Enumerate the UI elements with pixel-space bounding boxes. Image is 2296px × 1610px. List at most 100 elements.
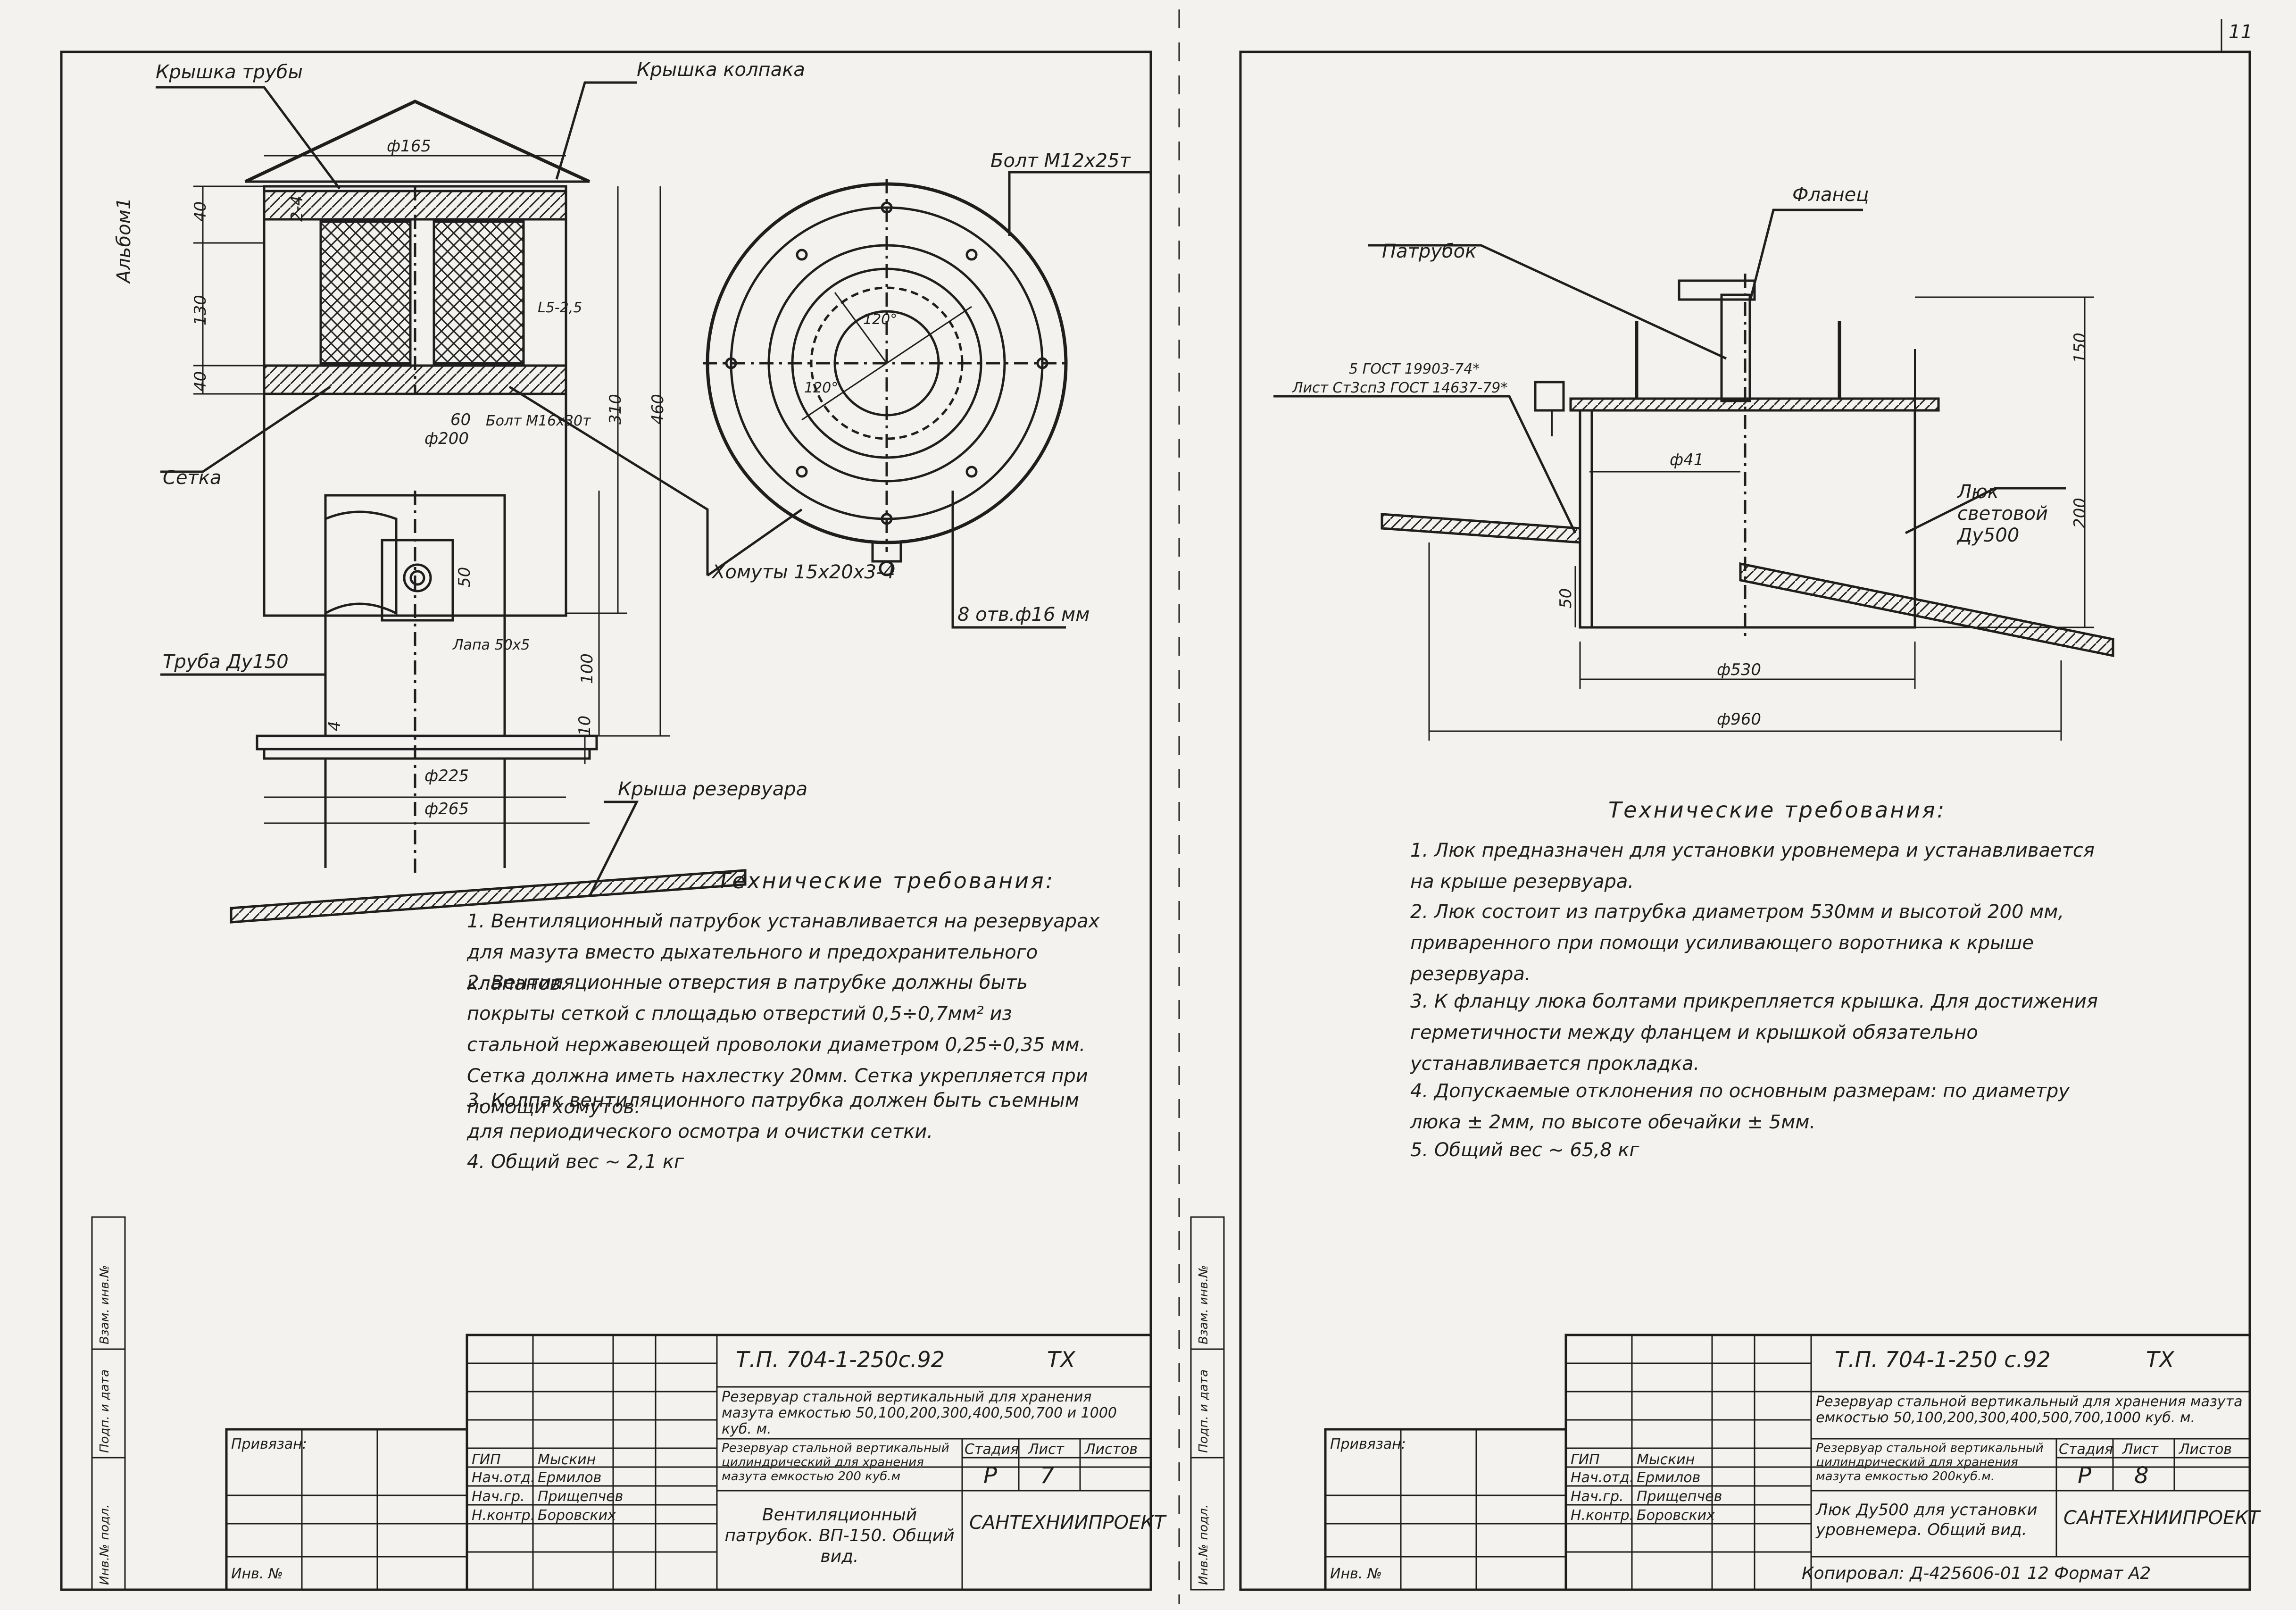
callout-holes: 8 отв.ф16 мм [957,604,1090,626]
right-tb-role-2: Нач.отд. [1571,1469,1634,1486]
hatch-section [1273,209,2114,741]
dim-angle-120b: 120° [804,380,839,396]
callout-nozzle: Патрубок [1382,241,1477,262]
right-tb-name-3: Прищепчев [1637,1488,1722,1505]
left-tb-name-3: Прищепчев [538,1488,624,1505]
dim-310: 310 [606,394,625,425]
left-tb-org: САНТЕХНИИПРОЕКТ [969,1512,1166,1534]
right-tb-project: Резервуар стальной вертикальный для хран… [1816,1393,2243,1426]
left-tb-sheet: 7 [1040,1462,1055,1489]
left-tb-name-4: Боровских [538,1507,616,1524]
left-tb-stage-h: Стадия [965,1441,1019,1458]
dim-10: 10 [575,715,594,736]
left-tb-name-2: Ермилов [538,1469,602,1486]
album-label: Альбом1 [113,197,135,283]
dim-200: 200 [2071,498,2089,528]
left-sheet-frame [60,50,1152,1591]
left-tb-mark: ТХ [1047,1347,1075,1372]
right-tb-code: Т.П. 704-1-250 с.92 [1835,1347,2051,1372]
left-req-4: 4. Общий вес ~ 2,1 кг [467,1151,684,1173]
right-side-inv: Инв.№ подл. [1197,1504,1211,1585]
callout-flange: Фланец [1792,184,1869,206]
right-requirements-title: Технические требования: [1608,797,1947,823]
callout-flap: Лапа 50х5 [453,637,530,653]
left-title-block-lines [91,1216,1152,1591]
dim-d960: ф960 [1717,710,1761,729]
left-tb-sub: Резервуар стальной вертикальный цилиндри… [722,1441,949,1484]
left-req-1: 1. Вентиляционный патрубок устанавливает… [467,910,1100,994]
left-tb-name: Вентиляционный патрубок. ВП-150. Общий в… [724,1505,955,1566]
left-req-3: 3. Колпак вентиляционного патрубка долже… [467,1090,1079,1143]
callout-tank-roof: Крыша резервуара [618,778,808,800]
right-tb-name-1: Мыскин [1637,1452,1695,1468]
callout-hatch: Люк световой Ду500 [1957,481,2048,546]
right-tb-sheets-h: Листов [2179,1441,2232,1458]
vent-pipe-elevation [156,81,747,924]
right-tb-name-4: Боровских [1637,1507,1715,1524]
dim-50-right: 50 [1556,588,1575,609]
left-tb-inv: Инв. № [231,1566,283,1582]
callout-clamps: Хомуты 15х20х3-4 [712,561,895,583]
dim-100: 100 [578,653,597,684]
left-requirements-title: Технические требования: [717,868,1055,893]
callout-pipe: Труба Ду150 [163,651,289,673]
left-req-2: 2. Вентиляционные отверстия в патрубке д… [467,972,1088,1118]
right-tb-linked: Привязан: [1330,1436,1406,1452]
dim-d165: ф165 [387,137,431,156]
right-title-block-lines [1190,1216,2251,1591]
left-tb-name-1: Мыскин [538,1452,596,1468]
dim-d41: ф41 [1670,450,1704,469]
dim-angle: L5-2,5 [538,300,582,316]
vent-pipe-plan [703,171,1151,629]
dim-40b: 40 [191,371,210,392]
right-tb-role-3: Нач.гр. [1571,1488,1624,1505]
left-side-inv: Инв.№ подл. [98,1504,112,1585]
callout-gost-2: Лист Ст3сп3 ГОСТ 14637-79* [1292,380,1508,396]
dim-d530: ф530 [1717,660,1761,679]
left-tb-sheet-h: Лист [1028,1441,1065,1458]
dim-50: 50 [455,567,474,587]
left-side-sign: Подп. и дата [98,1369,112,1453]
right-tb-name-2: Ермилов [1637,1469,1701,1486]
dim-angle-120a: 120° [863,311,898,328]
page-number: 11 [2229,21,2253,43]
left-tb-project: Резервуар стальной вертикальный для хран… [722,1389,1117,1437]
right-req-3: 3. К фланцу люка болтами прикрепляется к… [1410,991,2098,1075]
right-tb-role-1: ГИП [1571,1452,1600,1468]
callout-mesh: Сетка [163,467,222,489]
right-req-5: 5. Общий вес ~ 65,8 кг [1410,1139,1639,1161]
dim-150: 150 [2071,333,2089,363]
right-tb-stage-h: Стадия [2059,1441,2113,1458]
left-tb-code: Т.П. 704-1-250с.92 [736,1347,945,1372]
left-tb-role-3: Нач.гр. [472,1488,525,1505]
dim-d200: ф200 [424,429,469,448]
right-tb-sub: Резервуар стальной вертикальный цилиндри… [1816,1441,2044,1484]
dim-2-4: 2-4 [288,195,307,222]
left-tb-role-1: ГИП [472,1452,501,1468]
dim-d225: ф225 [424,767,469,785]
callout-gost-1: 5 ГОСТ 19903-74* [1349,361,1480,377]
callout-bolt-m12: Болт М12х25т [990,150,1131,172]
right-side-repl: Взам. инв.№ [1197,1265,1211,1344]
left-tb-stage: Р [983,1462,997,1489]
left-tb-role-2: Нач.отд. [472,1469,535,1486]
right-tb-sheet-h: Лист [2122,1441,2159,1458]
dim-4: 4 [325,721,344,731]
right-req-2: 2. Люк состоит из патрубка диаметром 530… [1410,901,2064,985]
dim-40a: 40 [191,201,210,222]
right-tb-org: САНТЕХНИИПРОЕКТ [2063,1507,2260,1529]
right-tb-sheet: 8 [2134,1462,2149,1489]
right-side-sign: Подп. и дата [1197,1369,1211,1453]
left-side-repl: Взам. инв.№ [98,1265,112,1344]
right-req-4: 4. Допускаемые отклонения по основным ра… [1410,1080,2070,1133]
callout-bolt-m16: Болт М16х30т [486,413,591,429]
right-tb-inv: Инв. № [1330,1566,1382,1582]
right-tb-mark: ТХ [2146,1347,2174,1372]
copy-note: Копировал: Д-425606-01 12 Формат А2 [1802,1564,2151,1583]
left-tb-linked: Привязан: [231,1436,307,1452]
right-tb-name: Люк Ду500 для установки уровнемера. Общи… [1816,1501,2038,1539]
dim-130: 130 [191,295,210,325]
left-tb-sheets-h: Листов [1085,1441,1138,1458]
callout-pipe-cap: Крышка трубы [156,61,303,83]
